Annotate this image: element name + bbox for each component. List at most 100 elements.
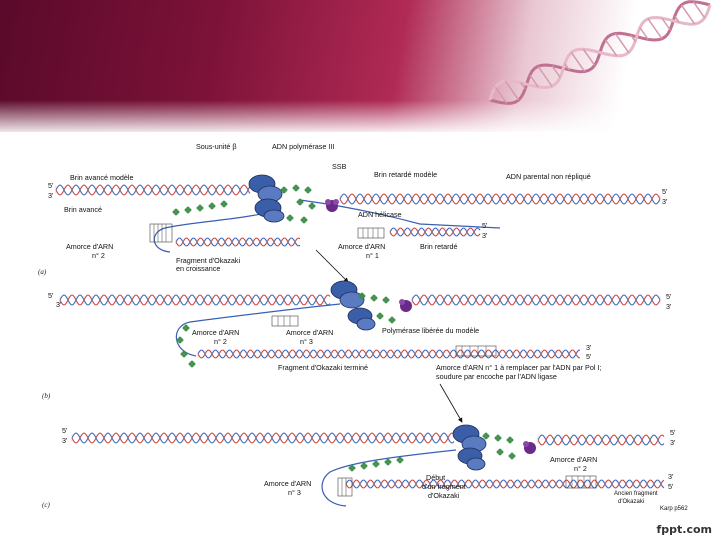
helix-decoration-rung (639, 27, 649, 40)
leading-strand-line (153, 209, 281, 253)
dna-a-loop-strand-blue (175, 237, 301, 247)
label-amorce1-a-l2: n° 1 (366, 251, 379, 260)
panel-tag-a: (a) (38, 268, 47, 276)
panel-b-ssb-protein (358, 292, 366, 300)
panel-c-ssb-protein (348, 464, 356, 472)
lagging-dna-c (345, 479, 665, 489)
helix-decoration-rung (570, 52, 586, 72)
label-ssb: SSB (332, 162, 347, 171)
dna-c-left-strand-red (71, 432, 455, 444)
helicase-b-icon (399, 299, 412, 312)
lagging-dna-b (197, 349, 580, 359)
label-brin-avance: Brin avancé (64, 205, 102, 214)
panel-b-ssb-protein (182, 324, 190, 332)
panel-a-ssb-protein (308, 202, 316, 210)
panel-a-ssb-protein (184, 206, 192, 214)
dna-b-right-strand-blue (411, 294, 661, 306)
brand-logo: fppt.com (656, 523, 712, 536)
label-helicase: ADN hélicase (358, 210, 402, 219)
panel-c-ssb-protein (360, 462, 368, 470)
dna-a-lagging-strand-blue (389, 227, 481, 237)
panel-c-ssb-protein (396, 456, 404, 464)
panel-c-ssb-protein (482, 432, 490, 440)
helix-decoration-rung (614, 33, 630, 53)
label-b-5-mid: 5' (586, 352, 592, 361)
leading-strand-b (175, 303, 341, 357)
dna-polymerase-b (330, 280, 376, 331)
helix-decoration-rung (504, 80, 520, 101)
helix-decoration-rung (661, 17, 671, 31)
panel-b-ssb-protein (188, 360, 196, 368)
label-brin-retarde-modele: Brin retardé modèle (374, 170, 437, 179)
helix-decoration-rung (680, 4, 696, 25)
arrow-b-to-c (439, 383, 463, 423)
label-a-5-right: 5' (662, 187, 668, 196)
dna-polymerase-iii-a (248, 174, 285, 223)
primer-ladder-c-3 (337, 477, 353, 497)
brand-text: fppt.com (656, 523, 712, 536)
helix-decoration-rung (520, 82, 526, 90)
primer-ladder-b-1 (455, 345, 497, 357)
dna-a-lagging-strand-red (389, 227, 481, 237)
label-c-5-right: 5' (670, 428, 676, 437)
panel-a-ssb-protein (280, 186, 288, 194)
helix-decoration-rung (647, 18, 663, 40)
source-note: Karp p562 (660, 506, 688, 512)
rna-primer-2-a (149, 223, 173, 243)
helix-decoration-rung (537, 65, 553, 87)
panel-a-ssb-protein (300, 216, 308, 224)
leading-strand-c (321, 449, 457, 507)
label-polymerase-liberee: Polymérase libérée du modèle (382, 326, 479, 335)
label-amorce3-b-l2: n° 3 (300, 337, 313, 346)
panel-c-ssb-protein (496, 448, 504, 456)
dna-c-right-strand-red (537, 434, 665, 446)
label-debut-l2: d'un fragment (422, 482, 466, 491)
label-amorce2-a-l1: Amorce d'ARN (66, 242, 113, 251)
panel-b-ssb-protein (376, 312, 384, 320)
label-b-5-right: 5' (666, 292, 672, 301)
helix-decoration-rung (529, 74, 539, 88)
panel-a-ssb-protein (172, 208, 180, 216)
label-amorce2-b-l1: Amorce d'ARN (192, 328, 239, 337)
panel-tag-b: (b) (42, 392, 51, 400)
label-amorce2-a-l2: n° 2 (92, 251, 105, 260)
label-sous-unite: Sous-unité β (196, 142, 237, 151)
helix-decoration-strand (488, 4, 712, 101)
parental-dna-a-right (339, 193, 661, 237)
label-b-3-mid: 3' (586, 343, 592, 352)
panel-c: 5' 3' 5' 3' Amorce d'ARN n° 2 Amorce d'A… (42, 424, 688, 512)
panel-b-ssb-protein (388, 316, 396, 324)
label-amorce2-c-l1: Amorce d'ARN (550, 455, 597, 464)
helix-decoration-rung (494, 86, 508, 104)
panel-b: 5' 3' 5' 3' Amorce d'ARN n° 2 Amorce d'A… (42, 280, 672, 400)
panel-a-ssb-protein (304, 186, 312, 194)
ssb-proteins-b (176, 292, 396, 368)
label-replace-l2: soudure par encoche par l'ADN ligase (436, 372, 557, 381)
helix-decoration-rung (564, 63, 570, 71)
panel-b-ssb-protein (382, 296, 390, 304)
label-c-5-left: 5' (62, 426, 68, 435)
helix-decoration-rung (674, 15, 680, 23)
rna-primer-1-a (357, 227, 385, 239)
dna-polymerase-c (452, 424, 487, 471)
helix-decoration-rung (692, 1, 706, 19)
label-b-5-left: 5' (48, 291, 54, 300)
label-c-5-end: 5' (668, 482, 674, 491)
dna-b-lagging-strand-red (197, 349, 580, 359)
panel-a-ssb-protein (208, 202, 216, 210)
label-ancien-l1: Ancien fragment (614, 491, 658, 497)
parental-dna-c (71, 432, 665, 446)
dna-c-right-strand-blue (537, 434, 665, 446)
label-polymerase: ADN polymérase III (272, 142, 334, 151)
helicase-a-icon (325, 199, 339, 212)
panel-a-ssb-protein (286, 214, 294, 222)
panel-a-ssb-protein (196, 204, 204, 212)
helix-decoration-rung (604, 39, 618, 57)
label-fragment-l2: en croissance (176, 264, 220, 273)
label-amorce2-c-l2: n° 2 (574, 464, 587, 473)
panel-a-ssb-protein (292, 184, 300, 192)
dna-c-left-strand-blue (71, 432, 455, 444)
parental-dna-b (59, 294, 661, 306)
label-replace-l1: Amorce d'ARN n° 1 à remplacer par l'ADN … (436, 363, 601, 372)
label-c-3-left: 3' (62, 436, 68, 445)
